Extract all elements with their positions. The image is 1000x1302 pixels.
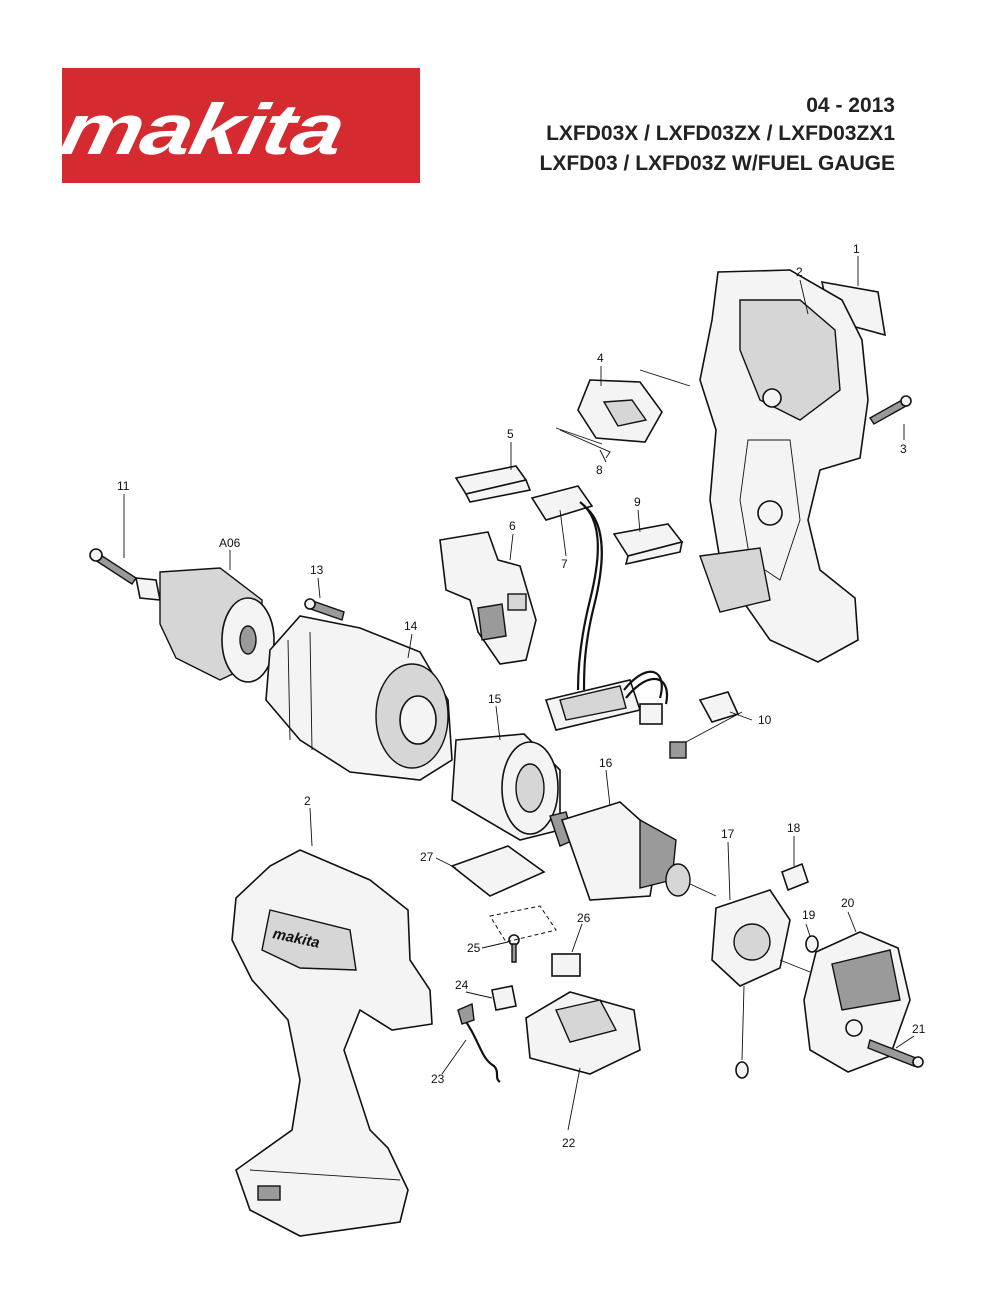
callout-14: 14 <box>404 619 418 633</box>
part-6-switch <box>439 531 537 665</box>
part-22-controller <box>525 991 641 1075</box>
callout-22: 22 <box>562 1136 576 1150</box>
callout-2-upper: 2 <box>796 265 803 279</box>
callout-10: 10 <box>758 713 772 727</box>
callout-15: 15 <box>488 692 502 706</box>
callout-23: 23 <box>431 1072 445 1086</box>
leader-lines <box>123 256 915 1131</box>
model-list-line-2: LXFD03 / LXFD03Z W/FUEL GAUGE <box>539 152 895 175</box>
callout-18: 18 <box>787 821 801 835</box>
callout-13: 13 <box>310 563 324 577</box>
part-26-pad <box>551 953 581 977</box>
part-23-lead-wire <box>457 1002 501 1083</box>
part-8-spring <box>559 429 611 459</box>
part-3-screw <box>868 395 912 425</box>
callout-17: 17 <box>721 827 735 841</box>
callout-27: 27 <box>420 850 434 864</box>
callout-25: 25 <box>467 941 481 955</box>
callout-8: 8 <box>596 463 603 477</box>
part-21-screw <box>867 1039 924 1068</box>
revision-date: 04 - 2013 <box>806 94 895 117</box>
part-27-insulation-sheet <box>450 845 557 943</box>
part-5-sleeve <box>454 465 532 503</box>
callout-3: 3 <box>900 442 907 456</box>
callout-20: 20 <box>841 896 855 910</box>
callout-26: 26 <box>577 911 591 925</box>
part-14-gear-assembly <box>265 615 453 781</box>
part-24-pad <box>491 985 517 1011</box>
callout-11: 11 <box>117 479 130 493</box>
callout-1: 1 <box>853 242 860 256</box>
makita-logo: makita <box>62 68 420 183</box>
callout-7: 7 <box>561 557 568 571</box>
callout-5: 5 <box>507 427 514 441</box>
part-a06-keyless-chuck <box>135 567 275 683</box>
callout-16: 16 <box>599 756 613 770</box>
part-13-screw <box>304 598 345 621</box>
part-19-bushing <box>805 935 819 953</box>
part-2-housing-right <box>699 269 869 663</box>
callout-2-lower: 2 <box>304 794 311 808</box>
part-18-brush-spring <box>781 862 809 892</box>
part-2-housing-left <box>231 849 433 1237</box>
callout-a06: A06 <box>219 536 241 550</box>
callout-6: 6 <box>509 519 516 533</box>
part-16-armature <box>549 801 717 901</box>
part-7-lead-wire-assy <box>530 485 669 731</box>
part-17-brush-holder <box>711 889 791 1079</box>
part-4-switch-lever <box>555 369 691 445</box>
registered-mark: R <box>394 108 409 123</box>
part-11-screw <box>89 548 137 585</box>
part-15-stator <box>451 733 561 841</box>
model-list-line-1: LXFD03X / LXFD03ZX / LXFD03ZX1 <box>546 122 895 145</box>
part-9-cover <box>612 523 684 566</box>
callout-21: 21 <box>912 1022 926 1036</box>
callout-4: 4 <box>597 351 604 365</box>
part-10-terminal <box>669 691 743 759</box>
callout-24: 24 <box>455 978 469 992</box>
part-25-screw <box>508 934 520 963</box>
callout-19: 19 <box>802 908 816 922</box>
callout-9: 9 <box>634 495 641 509</box>
